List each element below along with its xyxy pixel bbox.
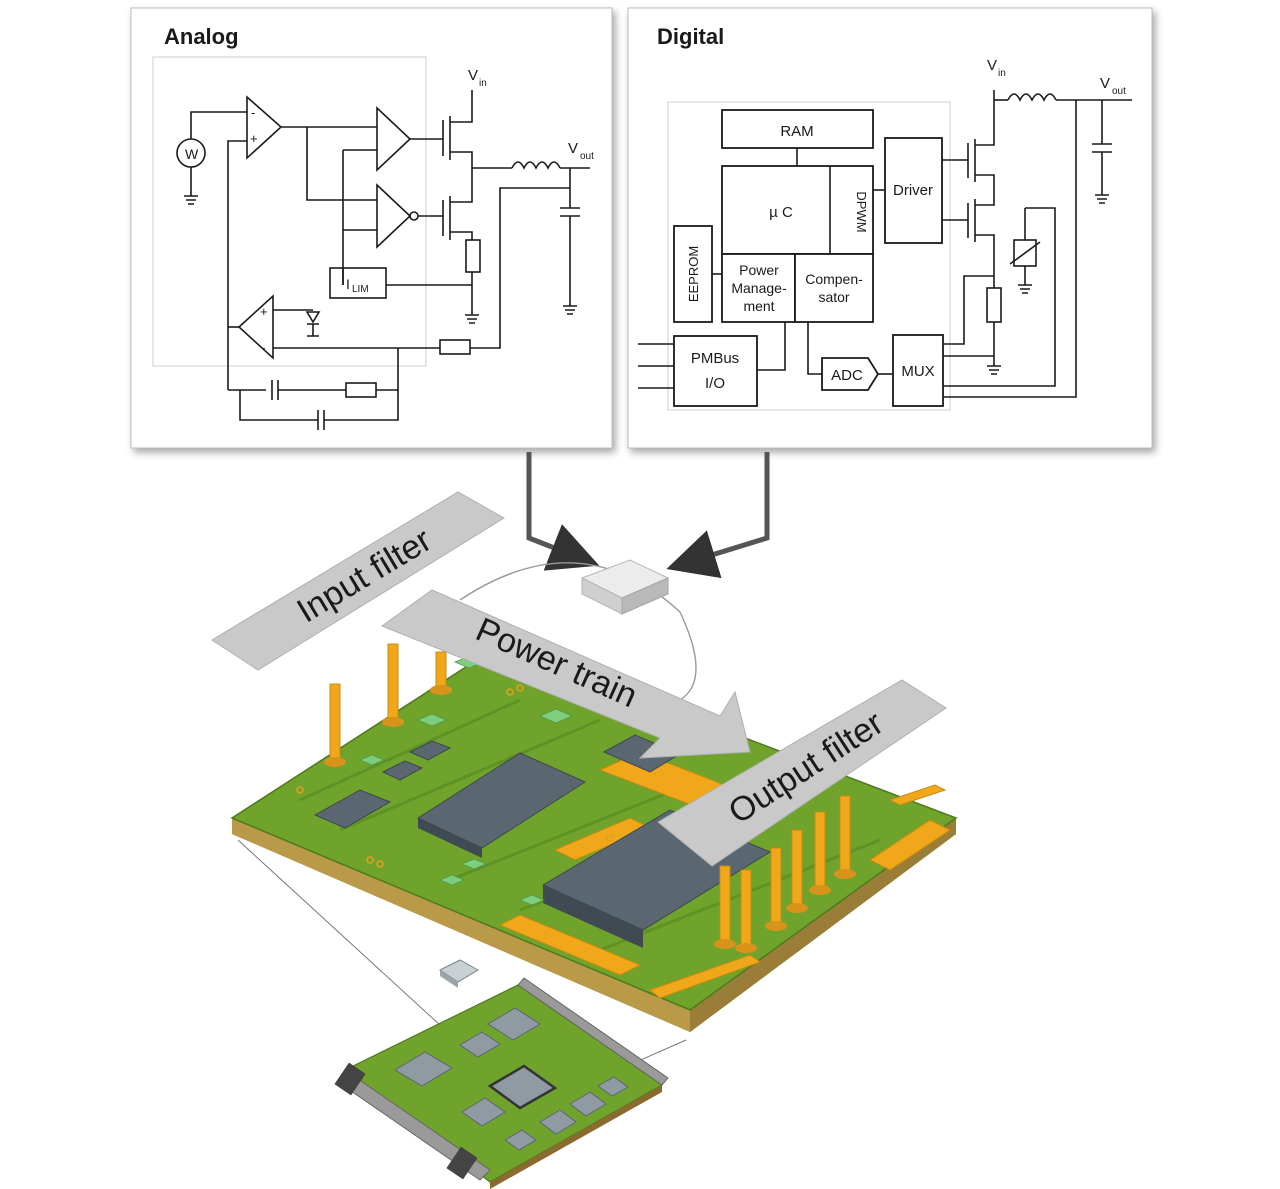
compensator-block: [794, 253, 874, 323]
analog-vin-label: V: [468, 67, 478, 84]
svg-text:PMBus: PMBus: [691, 350, 739, 367]
svg-text:I/O: I/O: [705, 375, 725, 392]
svg-text:MUX: MUX: [901, 363, 934, 380]
svg-text:LIM: LIM: [352, 284, 369, 295]
svg-text:µ C: µ C: [769, 204, 793, 221]
svg-text:+: +: [260, 304, 268, 319]
svg-text:ADC: ADC: [831, 367, 863, 384]
digital-output-inductor: [1007, 93, 1057, 102]
microcontroller-block: [721, 165, 874, 255]
svg-text:I: I: [346, 276, 350, 292]
adc-block: [821, 357, 880, 391]
analog-controller-boundary: [152, 56, 427, 367]
svg-text:Manage-: Manage-: [731, 280, 787, 296]
mux-block: [892, 334, 944, 407]
digital-vin-label: V: [987, 57, 997, 74]
svg-text:+: +: [250, 131, 258, 146]
driver-block: [884, 137, 943, 244]
digital-title: Digital: [657, 24, 724, 49]
power-management-block: [721, 253, 796, 323]
main-pcb: [230, 643, 958, 1032]
comparator-high: [376, 106, 412, 172]
current-limit-block: [329, 267, 387, 299]
analog-panel: Analog W - + V: [130, 7, 613, 449]
digital-controller-boundary: [667, 101, 951, 411]
dpwm-label: DPWM: [854, 191, 869, 232]
controller-chip: [580, 559, 670, 615]
svg-text:Driver: Driver: [893, 182, 933, 199]
svg-text:out: out: [1112, 86, 1126, 97]
ram-block: [721, 109, 874, 149]
comparator-low: [376, 183, 412, 249]
output-inductor: [511, 161, 561, 170]
high-side-mosfet: [442, 90, 473, 168]
svg-text:sator: sator: [818, 289, 849, 305]
carrier-board: [334, 959, 669, 1189]
eeprom-block: [673, 225, 713, 323]
svg-text:Power: Power: [739, 262, 779, 278]
svg-text:ment: ment: [743, 298, 774, 314]
svg-text:out: out: [580, 151, 594, 162]
input-pins: [324, 643, 452, 767]
feedback-amplifier: [237, 294, 274, 360]
digital-vout-label: V: [1100, 75, 1110, 92]
analog-vout-label: V: [568, 140, 578, 157]
digital-panel: Digital RAM µ C DPWM Power Manage- ment …: [627, 7, 1153, 449]
digital-power-stage: V in V out: [942, 57, 1132, 398]
svg-text:in: in: [479, 78, 487, 89]
sense-resistor: [465, 239, 481, 273]
source-label: W: [185, 146, 199, 162]
svg-text:in: in: [998, 68, 1006, 79]
error-amplifier: [246, 95, 283, 160]
feedback-resistor: [439, 339, 471, 355]
svg-text:Compen-: Compen-: [805, 271, 863, 287]
pmbus-io-block: [673, 335, 758, 407]
analog-schematic: W - + V in V: [176, 67, 594, 430]
svg-text:-: -: [251, 105, 255, 120]
svg-text:RAM: RAM: [780, 123, 813, 140]
svg-text:-: -: [261, 340, 265, 355]
svg-text:EEPROM: EEPROM: [686, 246, 701, 302]
output-pins: [714, 795, 856, 953]
analog-title: Analog: [164, 24, 239, 49]
